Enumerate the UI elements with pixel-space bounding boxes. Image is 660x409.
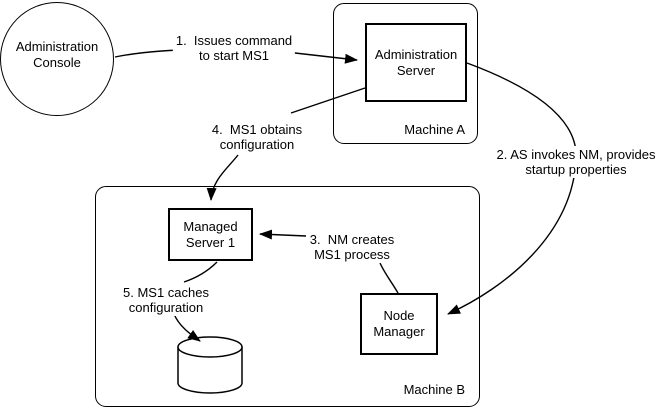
node-manager-node: Node Manager [360,293,438,355]
machine-a-label: Machine A [404,122,465,137]
admin-server-node: Administration Server [365,23,467,102]
machine-b-label: Machine B [403,382,465,397]
step-5-label: 5. MS1 caches configuration [120,284,212,316]
step-3-label: 3. NM creates MS1 process [306,231,398,263]
step-2-label: 2. AS invokes NM, provides startup prope… [493,146,659,178]
step-1-label: 1. Issues command to start MS1 [172,32,296,64]
managed-server-1-node: Managed Server 1 [168,208,253,261]
admin-console-node: Administration Console [0,2,114,116]
step-4-label: 4. MS1 obtains configuration [208,121,306,153]
